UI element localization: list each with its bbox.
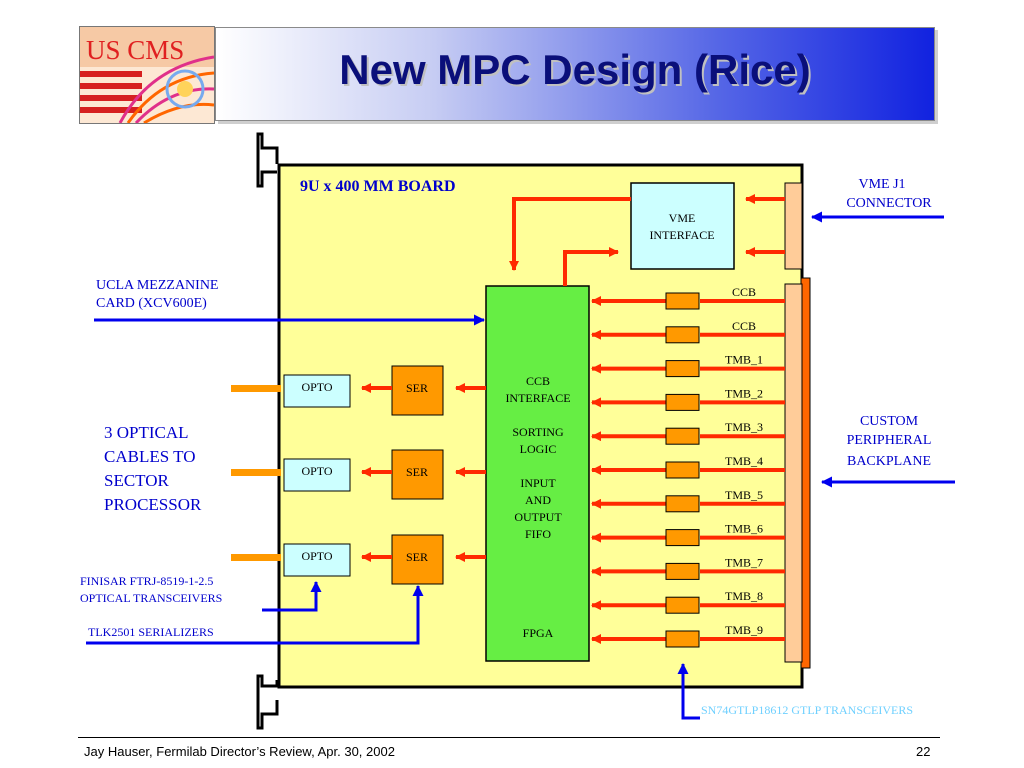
signal-label: TMB_5: [725, 488, 763, 502]
opto-block: [283, 458, 351, 492]
tlk-label: TLK2501 SERIALIZERS: [88, 625, 214, 639]
board-label: 9U x 400 MM BOARD: [300, 178, 456, 195]
gtlp-transceiver: [665, 461, 700, 479]
fpga-text: CCB INTERFACE SORTING LOGIC INPUT AND OUTPUT FI…: [505, 374, 570, 541]
vme-interface-block: [630, 182, 735, 270]
gtlp-label: SN74GTLP18612 GTLP TRANSCEIVERS: [701, 703, 913, 717]
opto-block: [283, 374, 351, 408]
finisar-label-2: OPTICAL TRANSCEIVERS: [80, 591, 222, 605]
ucla-label-1: UCLA MEZZANINE: [96, 278, 219, 293]
finisar-label-1: FINISAR FTRJ-8519-1-2.5: [80, 574, 213, 588]
vme-j1-connector: [784, 182, 803, 270]
fpga-text-line: OUTPUT: [514, 510, 562, 524]
signal-label: CCB: [732, 285, 756, 299]
vme-j1-label-2: CONNECTOR: [846, 196, 932, 211]
signal-label: CCB: [732, 319, 756, 333]
gtlp-transceiver: [665, 393, 700, 411]
opto-label: OPTO: [301, 380, 332, 394]
signal-label: TMB_7: [725, 555, 763, 569]
fpga-label: FPGA: [523, 626, 554, 640]
logo-graphic: US CMS: [80, 27, 214, 123]
footer-page-number: 22: [916, 744, 931, 759]
ser-label: SER: [406, 550, 428, 564]
backplane-connector: [784, 283, 803, 663]
custom-label-3: BACKPLANE: [847, 454, 931, 469]
optical-rows: SER OPTO SER OPTO SER OPTO: [231, 365, 486, 585]
board-handle-bottom: [256, 674, 279, 730]
logo-text: US CMS: [86, 35, 184, 65]
arrow-gtlp: [677, 663, 700, 720]
signal-label: TMB_3: [725, 420, 763, 434]
fpga-text-line: AND: [525, 493, 551, 507]
gtlp-transceiver: [665, 360, 700, 378]
signal-label: TMB_8: [725, 589, 763, 603]
us-cms-logo: US CMS: [79, 26, 215, 124]
page-title: New MPC Design (Rice): [339, 46, 811, 93]
optical-label-4: PROCESSOR: [104, 495, 202, 514]
arrow-finisar: [262, 581, 322, 612]
signal-label: TMB_2: [725, 386, 763, 400]
vme-interface-line-1: VME: [669, 211, 696, 225]
optical-label-3: SECTOR: [104, 471, 170, 490]
arrow-fpga-to-vme: [563, 247, 619, 286]
gtlp-transceiver: [665, 427, 700, 445]
ser-label: SER: [406, 381, 428, 395]
gtlp-transceiver: [665, 562, 700, 580]
vme-j1-label-1: VME J1: [858, 177, 905, 192]
signal-label: TMB_4: [725, 454, 763, 468]
gtlp-transceiver: [665, 630, 700, 648]
ser-block: [391, 534, 444, 585]
optical-label-2: CABLES TO: [104, 447, 195, 466]
gtlp-transceiver: [665, 292, 700, 310]
signal-label: TMB_9: [725, 623, 763, 637]
fpga-text-line: INTERFACE: [505, 391, 570, 405]
title-bar: New MPC Design (Rice): [215, 27, 935, 121]
optical-label-1: 3 OPTICAL: [104, 423, 189, 442]
fpga-text-line: SORTING: [512, 425, 564, 439]
opto-block: [283, 543, 351, 577]
signal-rows: CCB CCB TMB_1TMB_2TMB_3TMB_4TMB_5TMB_6TMB_…: [591, 285, 785, 648]
optical-cable: [231, 554, 281, 561]
gtlp-transceiver: [665, 529, 700, 547]
ser-block: [391, 449, 444, 500]
fpga-text-line: CCB: [526, 374, 550, 388]
signal-label: TMB_1: [725, 353, 763, 367]
custom-label-2: PERIPHERAL: [847, 433, 932, 448]
vme-interface-line-2: INTERFACE: [649, 228, 714, 242]
gtlp-transceiver: [665, 326, 700, 344]
arrow-vme-to-fpga: [509, 197, 631, 271]
fpga-block: [485, 285, 590, 662]
ser-label: SER: [406, 465, 428, 479]
footer-author: Jay Hauser, Fermilab Director’s Review, …: [84, 744, 395, 759]
fpga-text-line: FIFO: [525, 527, 551, 541]
optical-cable: [231, 385, 281, 392]
custom-label-1: CUSTOM: [860, 414, 919, 429]
fpga-text-line: INPUT: [520, 476, 556, 490]
arrow-tlk: [86, 585, 424, 645]
opto-label: OPTO: [301, 464, 332, 478]
ucla-label-2: CARD (XCV600E): [96, 296, 207, 311]
fpga-text-line: LOGIC: [520, 442, 557, 456]
board-handle-top: [256, 132, 279, 188]
optical-cable: [231, 469, 281, 476]
ser-block: [391, 365, 444, 416]
footer-divider: [78, 737, 940, 738]
signal-label: TMB_6: [725, 522, 763, 536]
gtlp-transceiver: [665, 495, 700, 513]
opto-label: OPTO: [301, 549, 332, 563]
gtlp-transceiver: [665, 596, 700, 614]
